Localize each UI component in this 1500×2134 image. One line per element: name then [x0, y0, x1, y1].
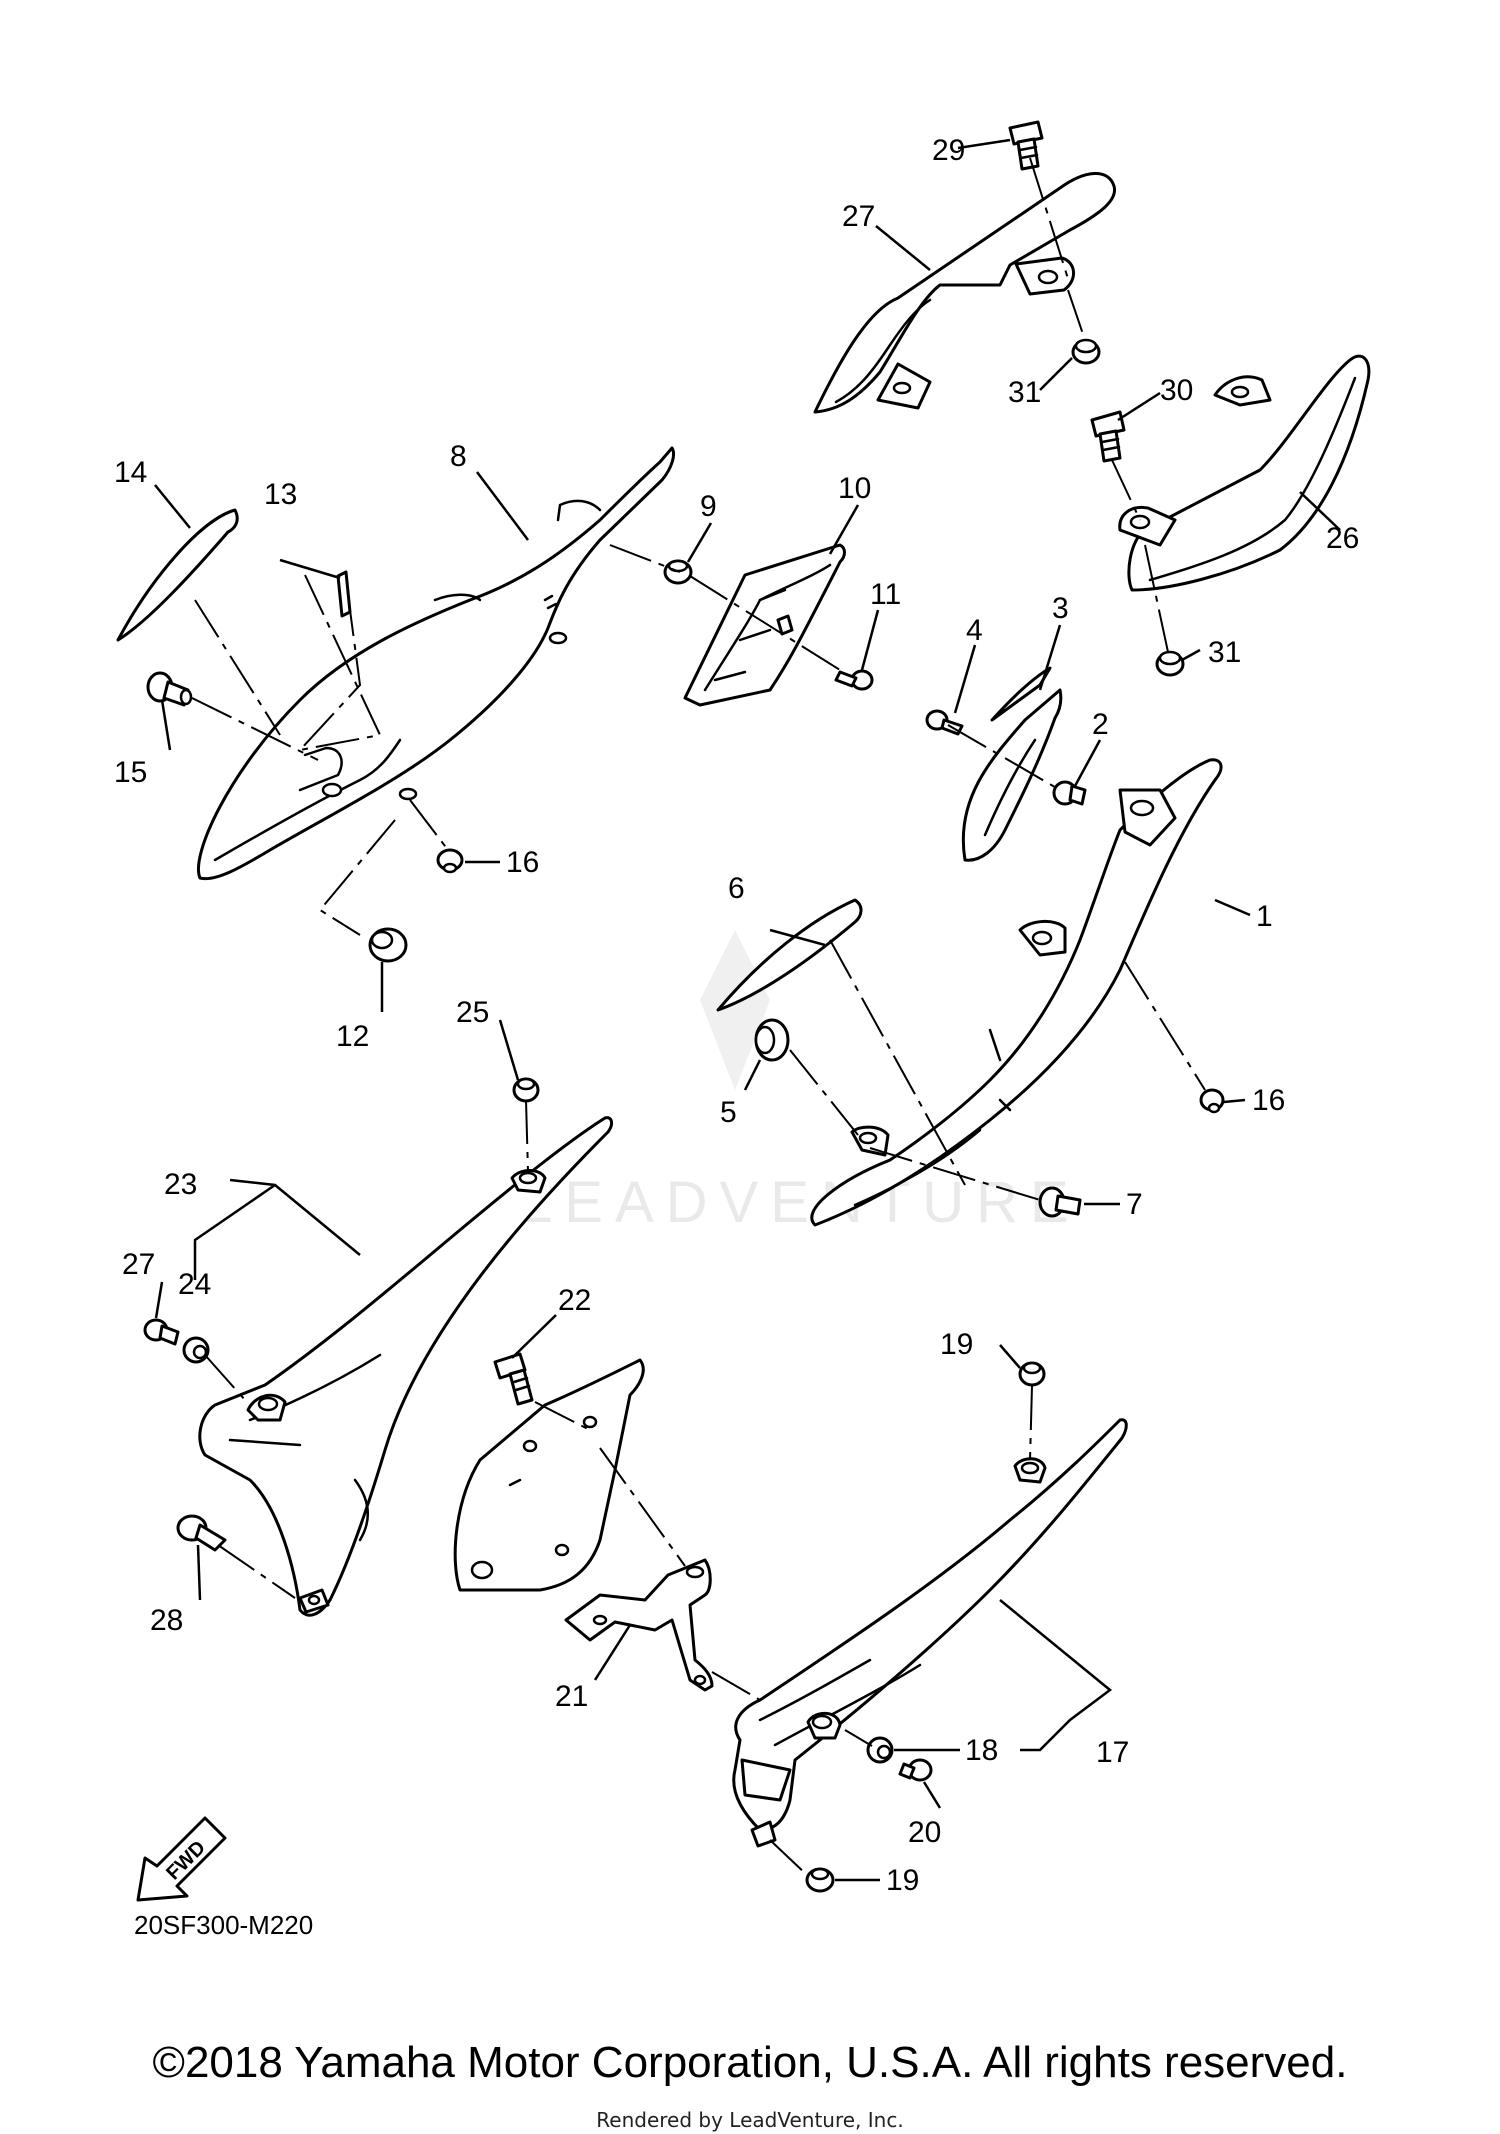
callout-5: 5 [720, 1096, 737, 1129]
callout-28: 26 [1326, 522, 1359, 555]
part-17-side-cover-right[interactable] [732, 1418, 1128, 1848]
callout-12: 12 [336, 1020, 369, 1053]
bolt-15[interactable] [146, 671, 193, 707]
callout-20: 20 [908, 1816, 941, 1849]
clip-16-left[interactable] [436, 848, 464, 874]
collar-24[interactable] [182, 1336, 210, 1364]
callout-2: 2 [1092, 708, 1109, 741]
screw-20[interactable] [898, 1758, 933, 1782]
collar-18[interactable] [866, 1736, 894, 1764]
callout-29: 27 [842, 200, 875, 233]
part-1-rail-cover-right[interactable] [810, 758, 1223, 1227]
callout-18: 18 [965, 1734, 998, 1767]
watermark-text: LEADVENTURE [520, 1170, 1081, 1235]
callout-6: 6 [728, 872, 745, 905]
collar-2[interactable] [1052, 780, 1087, 806]
part-29-grab-bar[interactable] [813, 172, 1117, 414]
grommet-5[interactable] [754, 1018, 790, 1062]
callout-30: 30 [1160, 374, 1193, 407]
leader-lines [154, 138, 1341, 1882]
grommet-19-lower[interactable] [805, 1867, 835, 1893]
bolt-22[interactable] [493, 1352, 534, 1406]
callout-17: 17 [1096, 1736, 1129, 1769]
fasteners [143, 120, 1225, 1893]
part-3-small-bracket[interactable] [961, 666, 1063, 862]
assembly-axes [191, 157, 1206, 1877]
part-21-stay-bracket[interactable] [564, 1558, 714, 1692]
bolt-30-upper[interactable] [1008, 120, 1044, 171]
callout-21: 21 [555, 1680, 588, 1713]
bolt-7[interactable] [1038, 1186, 1082, 1218]
callout-19: 19 [940, 1328, 973, 1361]
part-plate-guard[interactable] [453, 1358, 645, 1592]
callout-10: 10 [838, 472, 871, 505]
grommet-12[interactable] [368, 927, 408, 963]
bolt-30-right[interactable] [1090, 410, 1126, 463]
part-6-strip[interactable] [716, 898, 863, 1012]
nut-31-upper[interactable] [1071, 338, 1101, 365]
callout-15: 15 [114, 756, 147, 789]
callout-7: 7 [1126, 1188, 1143, 1221]
callout-16: 16 [1252, 1084, 1285, 1117]
callout-23: 23 [164, 1168, 197, 1201]
part-28-grab-bar[interactable] [1118, 354, 1371, 592]
clip-16-right[interactable] [1199, 1088, 1225, 1114]
callouts: 29 27 31 30 26 31 8 9 10 11 4 3 2 1 13 1… [114, 134, 1359, 1897]
part-23-side-cover-left[interactable] [198, 1116, 614, 1617]
nut-31-lower[interactable] [1155, 650, 1185, 677]
rendered-by-credit: Rendered by LeadVenture, Inc. [596, 2108, 904, 2132]
grommet-19-upper[interactable] [1018, 1361, 1046, 1387]
callout-19: 19 [886, 1864, 919, 1897]
callout-31: 31 [1008, 376, 1041, 409]
part-10-bracket-plate[interactable] [683, 543, 846, 707]
callout-8: 8 [450, 440, 467, 473]
drawing-code: 20SF300-M220 [134, 1910, 313, 1940]
callout-1: 1 [1256, 900, 1273, 933]
callout-9: 9 [700, 490, 717, 523]
callout-26: 27 [122, 1248, 155, 1281]
callout-31: 31 [1208, 636, 1241, 669]
callout-3: 3 [1052, 592, 1069, 625]
part-8-rail-cover-left[interactable] [197, 446, 676, 881]
watermark: LEADVENTURE [520, 930, 1081, 1235]
callout-30: 29 [932, 134, 965, 167]
screw-11[interactable] [834, 669, 874, 691]
rivet-27[interactable] [176, 1514, 227, 1552]
part-14-strip[interactable] [116, 508, 239, 642]
callout-24: 24 [178, 1268, 211, 1301]
callout-27: 28 [150, 1604, 183, 1637]
fwd-arrow: FWD [136, 1816, 227, 1902]
callout-14: 14 [114, 456, 147, 489]
screw-26[interactable] [143, 1318, 180, 1346]
copyright-notice: ©2018 Yamaha Motor Corporation, U.S.A. A… [152, 2038, 1348, 2087]
callout-11: 11 [870, 578, 901, 611]
callout-25: 25 [456, 996, 489, 1029]
callout-16: 16 [506, 846, 539, 879]
callout-13: 13 [264, 478, 297, 511]
grommet-25[interactable] [512, 1077, 540, 1103]
callout-22: 22 [558, 1284, 591, 1317]
callout-4: 4 [966, 614, 983, 647]
